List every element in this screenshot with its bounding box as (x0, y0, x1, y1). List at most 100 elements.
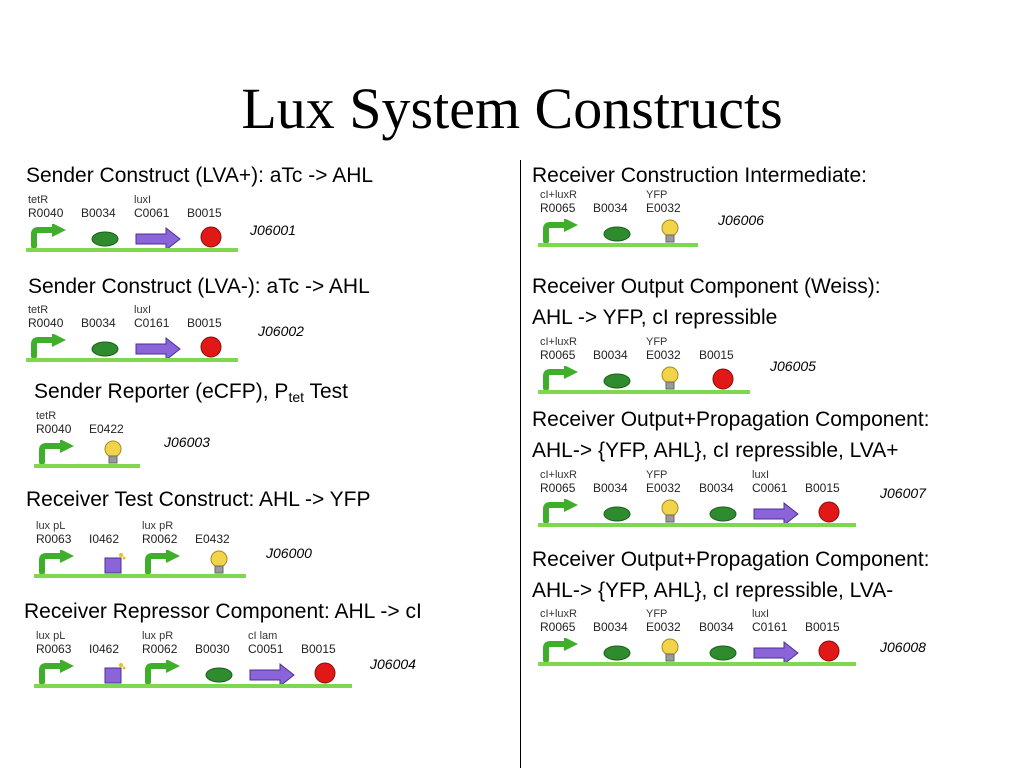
part-id-label: C0161 (134, 316, 170, 330)
part-b0015: B0015 (185, 304, 237, 366)
part-gene-label: luxI (134, 194, 152, 206)
part-gene-label: lux pR (142, 520, 174, 532)
promoter-icon (34, 659, 86, 685)
terminator-icon (803, 638, 855, 662)
rbs-icon (79, 334, 131, 358)
part-b0034: B0034 (79, 194, 131, 256)
construct-id-j06001: J06001 (250, 222, 296, 238)
promoter-icon (538, 498, 590, 524)
part-id-label: R0040 (36, 422, 72, 436)
part-id-label: R0062 (142, 532, 178, 546)
reporter-bulb-icon (644, 638, 696, 662)
heading-sender-reporter: Sender Reporter (eCFP), Ptet Test (34, 380, 348, 405)
part-id-label: E0032 (646, 348, 681, 362)
part-id-label: B0034 (699, 620, 734, 634)
coding-sequence-icon (246, 660, 298, 688)
part-gene-label: tetR (36, 410, 57, 422)
part-id-label: R0065 (540, 620, 576, 634)
rbs-icon (591, 219, 643, 243)
intermediate-box-icon (87, 550, 139, 574)
heading-receiver-intermediate: Receiver Construction Intermediate: (532, 164, 867, 187)
promoter-icon (140, 549, 192, 575)
part-id-label: B0015 (187, 206, 222, 220)
part-id-label: E0422 (89, 422, 124, 436)
part-id-label: R0062 (142, 642, 178, 656)
part-e0432: E0432 (193, 520, 245, 582)
heading-sender-lva-minus: Sender Construct (LVA-): aTc -> AHL (28, 275, 370, 298)
rbs-icon (79, 224, 131, 248)
promoter-icon (538, 365, 590, 391)
construct-id-j06003: J06003 (164, 434, 210, 450)
part-id-label: C0161 (752, 620, 788, 634)
part-id-label: B0015 (187, 316, 222, 330)
part-b0015: B0015 (697, 336, 749, 398)
heading-receiver-test: Receiver Test Construct: AHL -> YFP (26, 488, 371, 511)
terminator-icon (185, 224, 237, 248)
construct-id-j06000: J06000 (266, 545, 312, 561)
part-b0034: B0034 (697, 469, 749, 531)
part-gene-label: YFP (646, 336, 668, 348)
part-gene-label: luxI (752, 608, 770, 620)
coding-sequence-icon (132, 334, 184, 362)
rbs-icon (697, 499, 749, 523)
heading-receiver-output-weiss: Receiver Output Component (Weiss): (532, 275, 881, 298)
construct-id-j06006: J06006 (718, 212, 764, 228)
part-gene-label: YFP (646, 189, 668, 201)
part-gene-label: luxI (134, 304, 152, 316)
part-id-label: R0065 (540, 481, 576, 495)
part-i0462: I0462 (87, 520, 139, 582)
part-gene-label: lux pL (36, 520, 66, 532)
part-id-label: C0061 (752, 481, 788, 495)
construct-id-j06005: J06005 (770, 358, 816, 374)
reporter-bulb-icon (644, 499, 696, 523)
part-b0015: B0015 (803, 469, 855, 531)
part-id-label: B0015 (301, 642, 336, 656)
terminator-icon (299, 660, 351, 684)
part-id-label: E0032 (646, 620, 681, 634)
part-e0422: E0422 (87, 410, 139, 472)
coding-sequence-icon (750, 638, 802, 666)
part-id-label: B0034 (593, 348, 628, 362)
part-id-label: B0015 (805, 620, 840, 634)
reporter-bulb-icon (193, 550, 245, 574)
promoter-icon (26, 333, 78, 359)
part-id-label: E0432 (195, 532, 230, 546)
part-id-label: B0034 (593, 481, 628, 495)
column-divider (520, 160, 521, 768)
part-gene-label: lux pR (142, 630, 174, 642)
part-id-label: E0032 (646, 481, 681, 495)
promoter-icon (26, 223, 78, 249)
part-b0015: B0015 (803, 608, 855, 670)
rbs-icon (591, 499, 643, 523)
part-id-label: R0063 (36, 642, 72, 656)
terminator-icon (185, 334, 237, 358)
part-id-label: C0061 (134, 206, 170, 220)
part-id-label: R0040 (28, 206, 64, 220)
part-gene-label: tetR (28, 304, 49, 316)
reporter-bulb-icon (644, 366, 696, 390)
part-b0034: B0034 (591, 469, 643, 531)
coding-sequence-icon (132, 224, 184, 252)
part-b0034: B0034 (591, 336, 643, 398)
part-id-label: B0034 (81, 316, 116, 330)
terminator-icon (697, 366, 749, 390)
part-id-label: R0040 (28, 316, 64, 330)
part-gene-label: cI+luxR (540, 608, 577, 620)
